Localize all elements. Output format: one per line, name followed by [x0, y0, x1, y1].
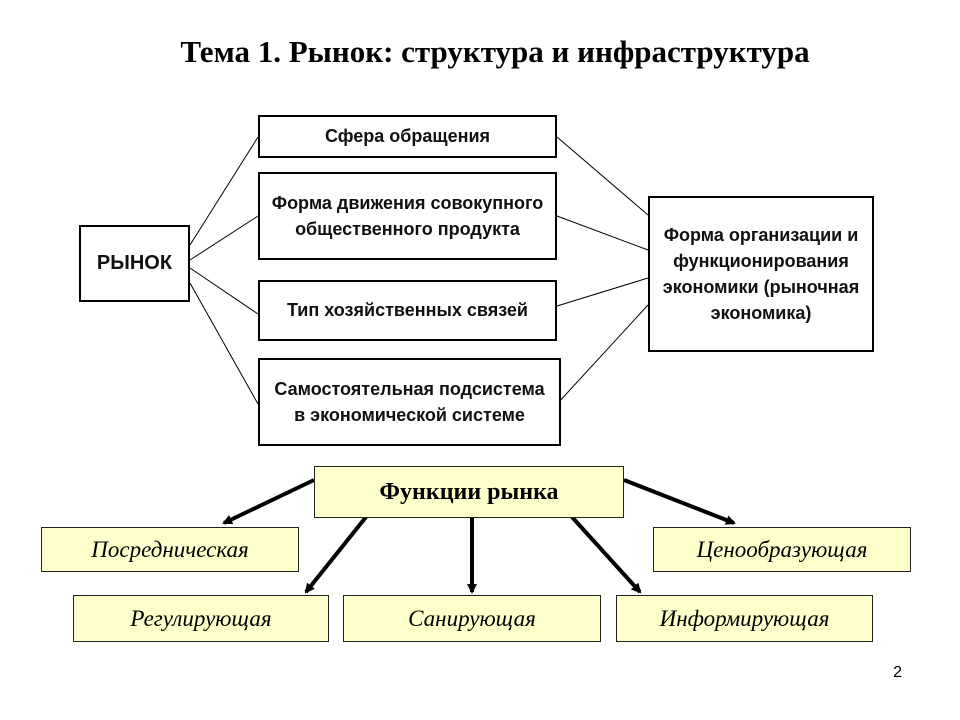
- aspect-box-circulation: Сфера обращения: [258, 115, 557, 158]
- aspect-box-economic-ties: Тип хозяйственных связей: [258, 280, 557, 341]
- function-box-regulating: Регулирующая: [73, 595, 329, 642]
- functions-title-box: Функции рынка: [314, 466, 624, 518]
- page-number: 2: [893, 664, 902, 681]
- function-box-pricing: Ценообразующая: [653, 527, 911, 572]
- market-box: РЫНОК: [79, 225, 190, 302]
- function-box-sanitizing: Санирующая: [343, 595, 601, 642]
- function-arrows: [222, 478, 736, 594]
- result-box: Форма организации и функционирования эко…: [648, 196, 874, 352]
- market-connectors: [189, 136, 259, 405]
- function-box-informing: Информирующая: [616, 595, 873, 642]
- result-connectors: [556, 136, 649, 405]
- aspect-box-product-movement: Форма движения совокупного общественного…: [258, 172, 557, 260]
- aspect-box-subsystem: Самостоятельная подсистема в экономическ…: [258, 358, 561, 446]
- slide-title: Тема 1. Рынок: структура и инфраструктур…: [180, 34, 810, 69]
- function-box-intermediary: Посредническая: [41, 527, 299, 572]
